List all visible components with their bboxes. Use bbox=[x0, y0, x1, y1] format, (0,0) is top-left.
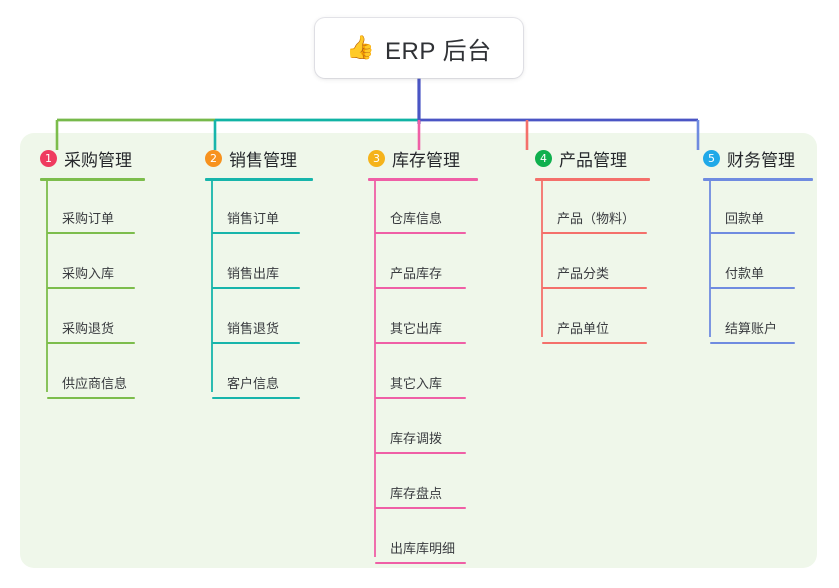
branch-underline-2 bbox=[205, 178, 313, 181]
leaf-label: 供应商信息 bbox=[62, 376, 128, 391]
leaf-label: 产品（物料） bbox=[557, 211, 636, 226]
branch-underline-5 bbox=[703, 178, 813, 181]
branch-underline-1 bbox=[40, 178, 145, 181]
leaf-label: 采购订单 bbox=[62, 211, 115, 226]
leaf-underline bbox=[212, 397, 300, 399]
root-node[interactable]: 👍 ERP 后台 bbox=[315, 18, 523, 78]
root-node-title: ERP 后台 bbox=[385, 37, 492, 65]
leaf-label: 产品单位 bbox=[557, 321, 610, 336]
leaf-label: 出库库明细 bbox=[390, 541, 456, 556]
leaf-item[interactable]: 采购订单 bbox=[40, 208, 135, 234]
branch-title-3: 库存管理 bbox=[392, 150, 460, 170]
leaf-underline bbox=[710, 287, 795, 289]
leaf-item[interactable]: 库存盘点 bbox=[368, 483, 466, 509]
leaf-underline bbox=[710, 342, 795, 344]
leaf-label: 销售出库 bbox=[227, 266, 280, 281]
leaf-underline bbox=[47, 232, 135, 234]
leaf-underline bbox=[375, 507, 466, 509]
thumbs-up-icon: 👍 bbox=[346, 33, 376, 60]
leaf-underline bbox=[47, 342, 135, 344]
leaf-item[interactable]: 产品分类 bbox=[535, 263, 647, 289]
branch-badge-4: 4 bbox=[535, 149, 552, 167]
leaf-item[interactable]: 其它出库 bbox=[368, 318, 466, 344]
branch-title-5: 财务管理 bbox=[727, 150, 795, 170]
branch-column-1: 1 采购管理采购订单采购入库采购退货供应商信息 bbox=[40, 145, 145, 399]
branch-badge-2: 2 bbox=[205, 149, 222, 167]
leaf-underline bbox=[375, 342, 466, 344]
branch-column-3: 3 库存管理仓库信息产品库存其它出库其它入库库存调拨库存盘点出库库明细 bbox=[368, 145, 478, 564]
leaf-item[interactable]: 销售出库 bbox=[205, 263, 300, 289]
leaf-underline bbox=[542, 232, 647, 234]
leaf-underline bbox=[375, 562, 466, 564]
leaf-label: 其它出库 bbox=[390, 321, 443, 336]
leaf-underline bbox=[47, 287, 135, 289]
leaf-underline bbox=[375, 287, 466, 289]
leaf-item[interactable]: 采购入库 bbox=[40, 263, 135, 289]
leaf-underline bbox=[212, 287, 300, 289]
leaf-item[interactable]: 出库库明细 bbox=[368, 538, 466, 564]
leaf-label: 采购退货 bbox=[62, 321, 115, 336]
leaf-item[interactable]: 产品（物料） bbox=[535, 208, 647, 234]
leaf-item[interactable]: 产品库存 bbox=[368, 263, 466, 289]
branch-underline-4 bbox=[535, 178, 650, 181]
leaf-underline bbox=[375, 397, 466, 399]
leaf-item[interactable]: 销售退货 bbox=[205, 318, 300, 344]
leaf-label: 其它入库 bbox=[390, 376, 443, 391]
branch-header-4[interactable]: 4 产品管理 bbox=[535, 145, 650, 171]
leaf-item[interactable]: 结算账户 bbox=[703, 318, 795, 344]
leaf-underline bbox=[542, 287, 647, 289]
leaf-label: 结算账户 bbox=[725, 321, 778, 336]
branch-column-5: 5 财务管理回款单付款单结算账户 bbox=[703, 145, 813, 344]
leaf-item[interactable]: 供应商信息 bbox=[40, 373, 135, 399]
leaf-underline bbox=[542, 342, 647, 344]
branch-column-4: 4 产品管理产品（物料） 产品分类产品单位 bbox=[535, 145, 650, 344]
branch-column-2: 2 销售管理销售订单销售出库销售退货客户信息 bbox=[205, 145, 313, 399]
leaf-label: 销售退货 bbox=[227, 321, 280, 336]
leaf-underline bbox=[375, 452, 466, 454]
leaf-label: 采购入库 bbox=[62, 266, 115, 281]
leaf-label: 库存调拨 bbox=[390, 431, 443, 446]
branch-header-1[interactable]: 1 采购管理 bbox=[40, 145, 145, 171]
leaf-item[interactable]: 库存调拨 bbox=[368, 428, 466, 454]
leaf-item[interactable]: 销售订单 bbox=[205, 208, 300, 234]
leaf-label: 销售订单 bbox=[227, 211, 280, 226]
leaf-item[interactable]: 其它入库 bbox=[368, 373, 466, 399]
leaf-label: 客户信息 bbox=[227, 376, 280, 391]
branch-underline-3 bbox=[368, 178, 478, 181]
branch-title-2: 销售管理 bbox=[229, 150, 297, 170]
branch-badge-3: 3 bbox=[368, 149, 385, 167]
leaf-label: 仓库信息 bbox=[390, 211, 443, 226]
leaf-underline bbox=[375, 232, 466, 234]
leaf-item[interactable]: 产品单位 bbox=[535, 318, 647, 344]
branch-header-2[interactable]: 2 销售管理 bbox=[205, 145, 313, 171]
branch-title-4: 产品管理 bbox=[559, 150, 627, 170]
leaf-label: 付款单 bbox=[725, 266, 765, 281]
leaf-item[interactable]: 仓库信息 bbox=[368, 208, 466, 234]
leaf-label: 回款单 bbox=[725, 211, 765, 226]
leaf-label: 产品分类 bbox=[557, 266, 610, 281]
branches-panel bbox=[20, 133, 817, 568]
branch-badge-1: 1 bbox=[40, 149, 57, 167]
leaf-underline bbox=[710, 232, 795, 234]
leaf-item[interactable]: 采购退货 bbox=[40, 318, 135, 344]
branch-header-3[interactable]: 3 库存管理 bbox=[368, 145, 478, 171]
leaf-underline bbox=[212, 342, 300, 344]
leaf-underline bbox=[47, 397, 135, 399]
leaf-label: 产品库存 bbox=[390, 266, 443, 281]
leaf-item[interactable]: 回款单 bbox=[703, 208, 795, 234]
branch-badge-5: 5 bbox=[703, 149, 720, 167]
leaf-label: 库存盘点 bbox=[390, 486, 443, 501]
leaf-item[interactable]: 付款单 bbox=[703, 263, 795, 289]
leaf-underline bbox=[212, 232, 300, 234]
branch-header-5[interactable]: 5 财务管理 bbox=[703, 145, 813, 171]
leaf-item[interactable]: 客户信息 bbox=[205, 373, 300, 399]
branch-title-1: 采购管理 bbox=[64, 150, 132, 170]
